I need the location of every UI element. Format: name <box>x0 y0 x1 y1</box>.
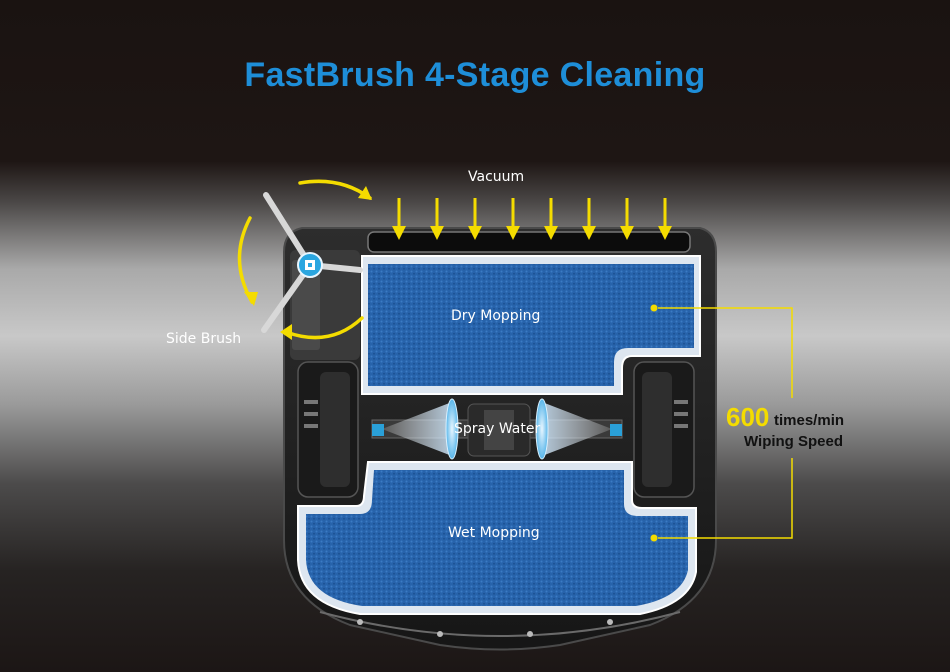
speed-callout-bracket <box>650 304 793 542</box>
speed-unit: times/min <box>774 412 845 429</box>
wet-mopping-label: Wet Mopping <box>448 525 540 541</box>
spray-assembly <box>371 398 623 460</box>
side-brush <box>261 192 363 333</box>
dry-mopping-label: Dry Mopping <box>451 308 541 324</box>
wet-mopping-pad <box>297 461 697 615</box>
spray-water-label: Spray Water <box>454 421 541 437</box>
page-title: FastBrush 4-Stage Cleaning <box>244 56 706 94</box>
rotation-arrows <box>237 179 372 340</box>
speed-caption: Wiping Speed <box>744 433 844 450</box>
right-wheel <box>633 361 695 498</box>
dry-mopping-pad <box>361 255 701 395</box>
speed-value: 600 <box>726 402 770 432</box>
side-brush-label: Side Brush <box>166 331 242 347</box>
vacuum-arrows <box>392 198 672 240</box>
vacuum-label: Vacuum <box>468 169 525 185</box>
left-wheel <box>297 361 359 498</box>
vacuum-intake <box>367 231 691 253</box>
